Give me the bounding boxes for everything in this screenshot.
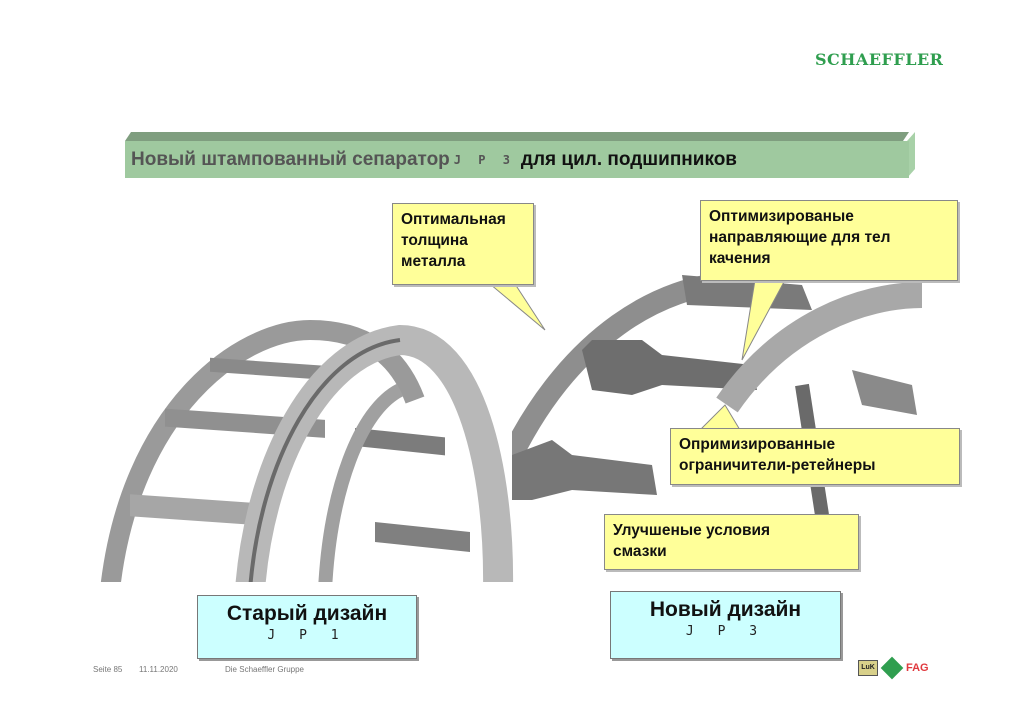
old-cage-bar	[130, 494, 250, 525]
callout-pointer	[698, 404, 741, 431]
new-cage-illustration	[512, 272, 922, 517]
brand-logos: LuK FAG	[858, 656, 929, 680]
schaeffler-logo: SCHAEFFLER	[815, 50, 944, 69]
footer-page: Seite 85	[93, 665, 123, 674]
title-part-1: Новый штампованный сепаратор	[131, 148, 450, 170]
new-cage-bar	[582, 340, 757, 395]
title-code: J P 3	[453, 152, 515, 167]
old-design-code: J P 1	[267, 628, 347, 643]
new-design-title: Новый дизайн	[649, 598, 802, 621]
footer-date: 11.11.2020	[139, 665, 178, 674]
slide-title-bar: Новый штампованный сепаратор J P 3 для ц…	[125, 132, 915, 178]
fag-logo: FAG	[906, 662, 929, 674]
old-design-title: Старый дизайн	[226, 602, 388, 625]
old-cage-illustration	[101, 319, 514, 582]
old-cage-bar	[375, 522, 470, 553]
new-cage-front-ring	[716, 282, 922, 413]
old-cage-ring-edge	[248, 338, 401, 582]
old-cage-bar	[355, 427, 445, 456]
new-cage-bar	[512, 440, 657, 500]
title-part-2: для цил. подшипников	[520, 148, 737, 170]
new-design-code: J P 3	[685, 624, 766, 639]
new-design-label: Новый дизайн J P 3	[610, 591, 841, 659]
callout-pointer	[488, 283, 546, 331]
callout-metal-thickness: Оптимальная толщина металла	[392, 203, 534, 285]
new-cage-bar	[852, 370, 917, 415]
title-bar-side-bevel	[907, 132, 915, 178]
callout-pointer	[741, 279, 786, 361]
luk-logo: LuK	[858, 660, 878, 676]
old-design-label: Старый дизайн J P 1	[197, 595, 417, 659]
callout-lubrication: Улучшеные условия смазки	[604, 514, 859, 570]
title-bar-top-bevel	[125, 132, 909, 141]
callout-roller-guides: Оптимизированые направляющие для тел кач…	[700, 200, 958, 281]
old-cage-bar	[210, 357, 330, 381]
footer-company: Die Schaeffler Gruppe	[225, 665, 305, 674]
callout-retainers: Опримизированные ограничители-ретейнеры	[670, 428, 960, 485]
slide-title: Новый штампованный сепаратор J P 3 для ц…	[125, 141, 909, 178]
old-cage-back-ring	[101, 319, 425, 582]
